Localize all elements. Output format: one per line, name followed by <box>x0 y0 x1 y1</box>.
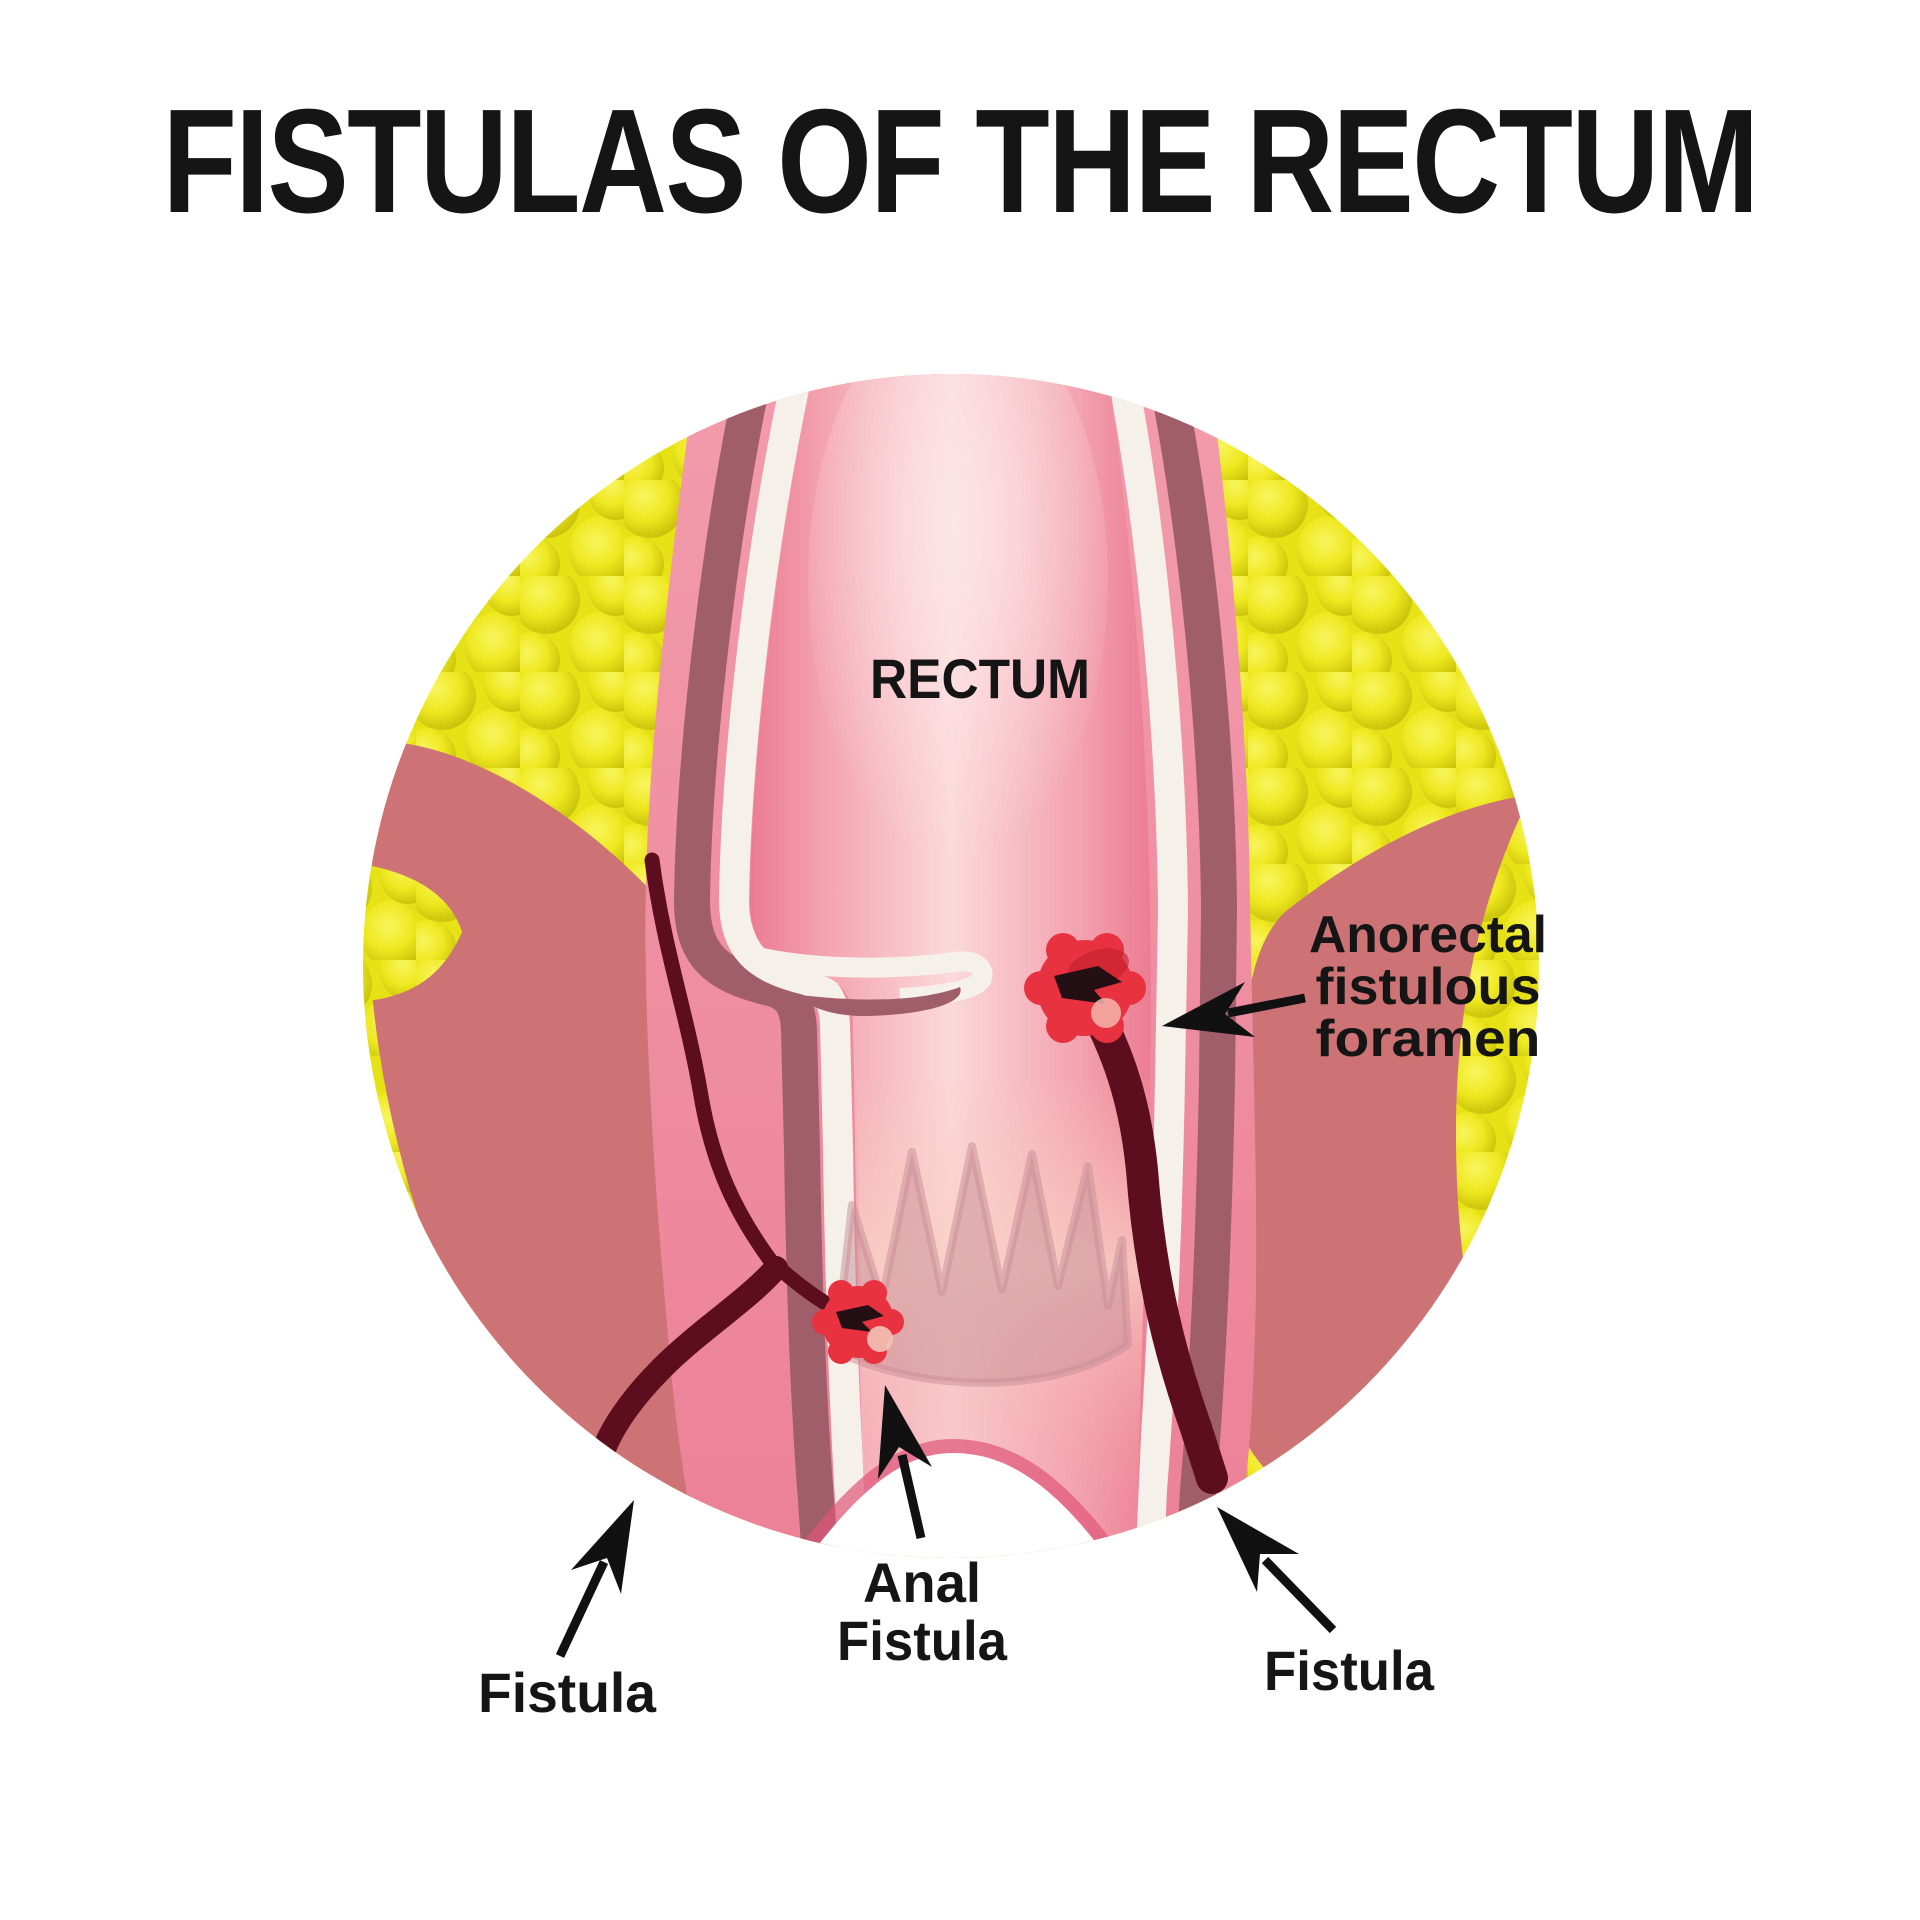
fistula-right-arrow <box>1217 1507 1337 1634</box>
right-fistula-tract <box>1078 992 1228 1494</box>
rectum-label: RECTUM <box>870 647 1090 710</box>
svg-text:fistulous: fistulous <box>1316 958 1541 1016</box>
fat-wedge-left <box>363 862 462 1002</box>
fistula-left-arrow <box>555 1500 634 1658</box>
anal-fistula-arrow <box>878 1385 932 1540</box>
dentate-line-zigzag <box>834 1142 1132 1387</box>
annotation-arrows <box>555 982 1337 1658</box>
svg-text:foramen: foramen <box>1316 1010 1541 1068</box>
fistula-left-label: Fistula <box>478 1661 657 1724</box>
anorectal-shelf-mauve <box>800 987 961 1017</box>
fistula-right-label: Fistula <box>1264 1639 1435 1702</box>
anal-verge-rim <box>795 1438 1121 1558</box>
anorectal-foramen-label: Anorectal fistulous foramen <box>1309 906 1547 1068</box>
right-dark-stripe <box>1145 374 1238 1558</box>
svg-text:Anal: Anal <box>863 1551 981 1614</box>
anal-fistula-label: Anal Fistula <box>837 1551 1008 1672</box>
lumen-highlight <box>808 374 1108 860</box>
anal-opening-notch <box>806 1453 1110 1558</box>
svg-text:Fistula: Fistula <box>837 1609 1008 1672</box>
diagram-title: FISTULAS OF THE RECTUM <box>163 79 1758 244</box>
anatomy-disc <box>363 374 1539 1558</box>
foramen-arrow <box>1162 982 1306 1037</box>
anal-fistula-opening <box>812 1280 904 1364</box>
left-dark-stripe <box>673 374 838 1558</box>
svg-text:Anorectal: Anorectal <box>1309 906 1547 964</box>
right-white-stripe <box>1105 374 1189 1558</box>
anorectal-foramen-opening <box>1024 933 1146 1043</box>
